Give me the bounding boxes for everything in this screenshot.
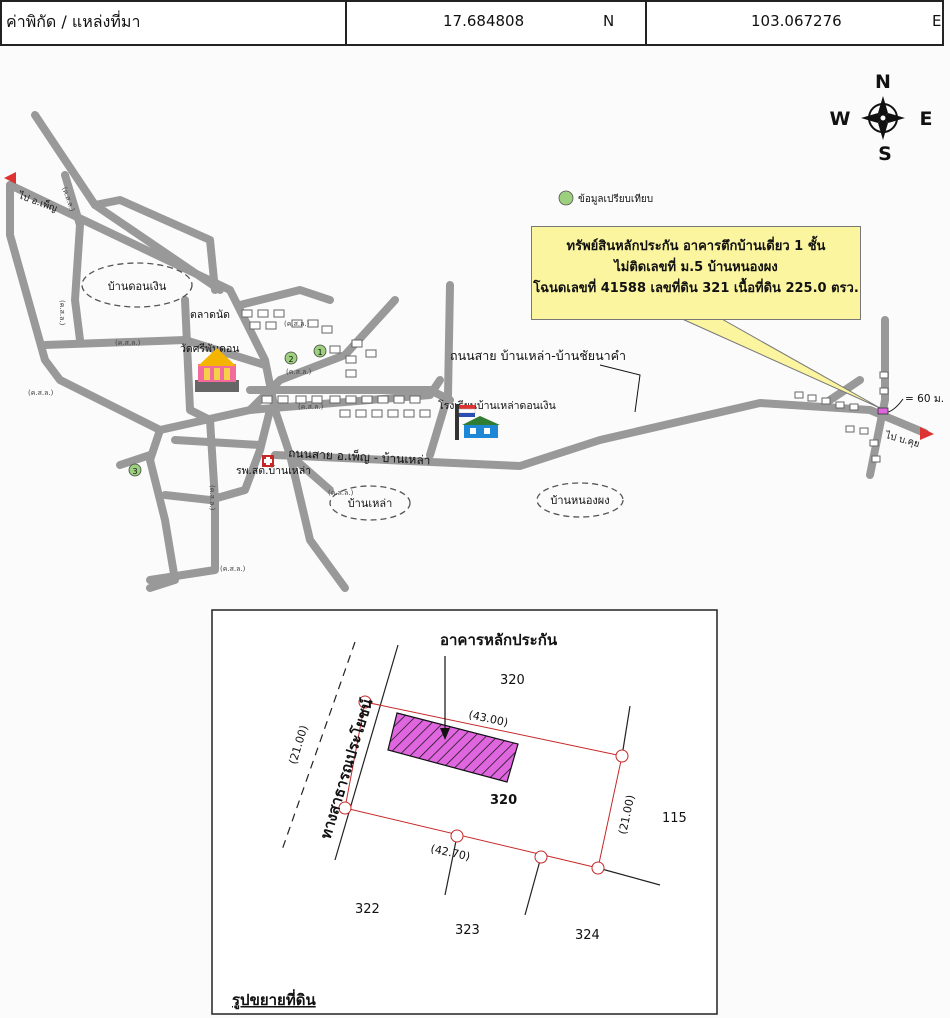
to-phen-arrow [4,172,16,184]
parcel-324: 324 [575,928,600,943]
village-areas [81,262,624,521]
svg-text:(ค.ส.ล.): (ค.ส.ล.) [286,368,312,376]
asset-callout-pointer [679,317,881,409]
village-lao: บ้านเหล่า [348,497,393,510]
inset-frame [211,609,718,1015]
coordinate-label: ค่าพิกัด / แหล่งที่มา [6,12,141,31]
longitude-cell: 103.067276 E [647,2,942,44]
asset-location-marker [877,407,889,415]
svg-text:(ค.ส.ล.): (ค.ส.ล.) [298,403,324,411]
inset-caption: รูปขยายที่ดิน [232,989,316,1010]
comparison-markers: 1 2 3 [128,344,327,477]
temple-icon [195,348,239,392]
distance-label: = 60 ม. [905,393,944,405]
road-main-pointer [599,364,641,413]
svg-text:(ค.ส.ล.): (ค.ส.ล.) [284,320,310,328]
latitude-cell: 17.684808 N [347,2,647,44]
asset-callout-line2: ไม่ติดเลขที่ ม.5 บ้านหนองผง [614,260,778,275]
coordinate-label-cell: ค่าพิกัด / แหล่งที่มา [2,2,347,44]
coordinate-header: ค่าพิกัด / แหล่งที่มา 17.684808 N 103.06… [0,0,944,46]
compass-w: W [830,108,851,130]
houses [241,309,889,463]
parcel-322: 322 [355,902,380,917]
hospital-label: รพ.สต.บ้านเหล่า [236,465,311,477]
inset-boundaries [334,644,661,916]
building-pointer-head [440,728,450,740]
asset-callout-line3: โฉนดเลขที่ 41588 เลขที่ดิน 321 เนื้อที่ด… [533,281,859,296]
distance-pointer [887,398,904,413]
svg-text:(ค.ส.ล.): (ค.ส.ล.) [115,339,141,347]
road-main-label: ถนนสาย บ้านเหล่า-บ้านชัยนาคำ [450,348,626,363]
to-phen-label: ไป อ.เพ็ญ [16,188,59,214]
longitude-dir: E [932,12,942,30]
parcel-right: 115 [662,811,687,826]
parcel-top: 320 [500,673,525,688]
compass-e: E [920,108,933,130]
asset-callout: ทรัพย์สินหลักประกัน อาคารตึกบ้านเดี่ยว 1… [531,226,861,320]
parcel-323: 323 [455,923,480,938]
school-icon [455,404,500,440]
marker-2 [284,351,298,365]
longitude-value: 103.067276 [751,12,842,30]
legend-dot [558,190,574,206]
market-label: ตลาดนัด [190,309,230,321]
to-right-arrow [920,427,934,440]
svg-text:(ค.ส.ล.): (ค.ส.ล.) [208,485,216,511]
hospital-icon [262,455,274,467]
asset-callout-line1: ทรัพย์สินหลักประกัน อาคารตึกบ้านเดี่ยว 1… [566,239,826,254]
latitude-value: 17.684808 [443,12,525,30]
parcel-main: 320 [490,793,517,808]
svg-text:1: 1 [317,348,322,357]
parcel-corner-markers [338,695,629,875]
inset-road-edge [281,641,356,851]
svg-text:(ค.ส.ล.): (ค.ส.ล.) [58,300,66,326]
svg-text:(ค.ส.ล.): (ค.ส.ล.) [328,489,354,497]
road-south-label: ถนนสาย อ.เพ็ญ - บ้านเหล่า [288,445,431,467]
legend-text: ข้อมูลเปรียบเทียบ [578,193,653,205]
temple-label: วัดศรีพันดอน [180,342,239,355]
svg-text:2: 2 [288,355,293,364]
marker-3 [128,463,142,477]
compass-n: N [875,71,891,93]
collateral-building [387,712,519,783]
village-don-ngoen: บ้านดอนเงิน [108,280,167,293]
svg-text:(ค.ส.ล.): (ค.ส.ล.) [28,389,54,397]
village-nong-phong: บ้านหนองผง [550,494,609,507]
latitude-dir: N [603,12,615,30]
compass-rose [861,96,905,140]
compass-s: S [878,143,892,165]
svg-text:(ค.ส.ล.): (ค.ส.ล.) [220,565,246,573]
svg-text:3: 3 [132,467,137,476]
inset-asset-title: อาคารหลักประกัน [440,631,558,649]
marker-1 [313,344,327,358]
